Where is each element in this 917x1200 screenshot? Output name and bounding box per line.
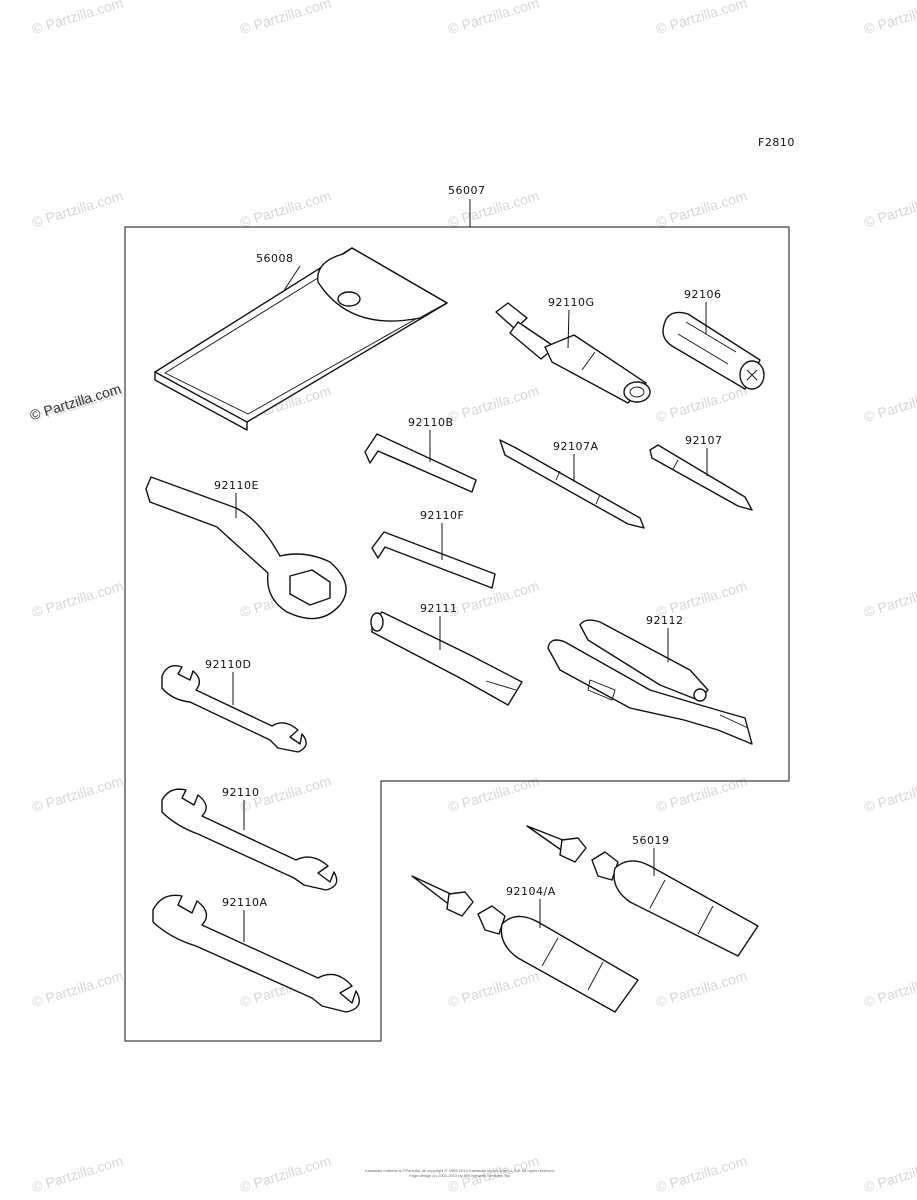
screwdriver-handle-92106[interactable] (662, 311, 765, 390)
label-92104A: 92104/A (506, 885, 556, 898)
open-end-wrench-92110[interactable] (161, 788, 338, 891)
label-92110F: 92110F (420, 509, 464, 522)
hex-key-92110B[interactable] (364, 433, 477, 493)
copyright-footer: Kawasaki material is ©Partzilla. All cop… (340, 1168, 580, 1178)
label-92110A: 92110A (222, 896, 268, 909)
screwdriver-bit-92107A[interactable] (499, 439, 645, 529)
label-56019: 56019 (632, 834, 670, 847)
copyright-line-2: Page design (c) 2002-2013 by ARI Network… (408, 1173, 512, 1178)
grease-tube-56019[interactable] (526, 825, 759, 957)
label-56008: 56008 (256, 252, 294, 265)
grease-tube-92104A[interactable] (411, 875, 639, 1013)
tool-bag-56008[interactable] (154, 247, 448, 431)
figure-code: F2810 (758, 136, 795, 149)
label-92110D: 92110D (205, 658, 251, 671)
assembly-frame (124, 226, 790, 1042)
open-end-wrench-92110A[interactable] (152, 894, 360, 1013)
box-wrench-92110E[interactable] (145, 476, 347, 620)
socket-wrench-92110G[interactable] (495, 302, 651, 404)
label-92107: 92107 (685, 434, 723, 447)
label-92106: 92106 (684, 288, 722, 301)
label-92107A: 92107A (553, 440, 599, 453)
open-end-wrench-92110D[interactable] (161, 664, 307, 753)
label-92110B: 92110B (408, 416, 454, 429)
label-92110E: 92110E (214, 479, 259, 492)
label-92111: 92111 (420, 602, 458, 615)
screwdriver-bit-92107[interactable] (649, 444, 753, 511)
label-92112: 92112 (646, 614, 684, 627)
pliers-92112[interactable] (547, 619, 753, 745)
copyright-line-1: Kawasaki material is ©Partzilla. All cop… (365, 1168, 555, 1173)
label-92110G: 92110G (548, 296, 595, 309)
label-92110: 92110 (222, 786, 260, 799)
extension-handle-92111[interactable] (370, 611, 523, 706)
assembly-label-56007: 56007 (448, 184, 486, 197)
hex-key-92110F[interactable] (371, 531, 496, 589)
